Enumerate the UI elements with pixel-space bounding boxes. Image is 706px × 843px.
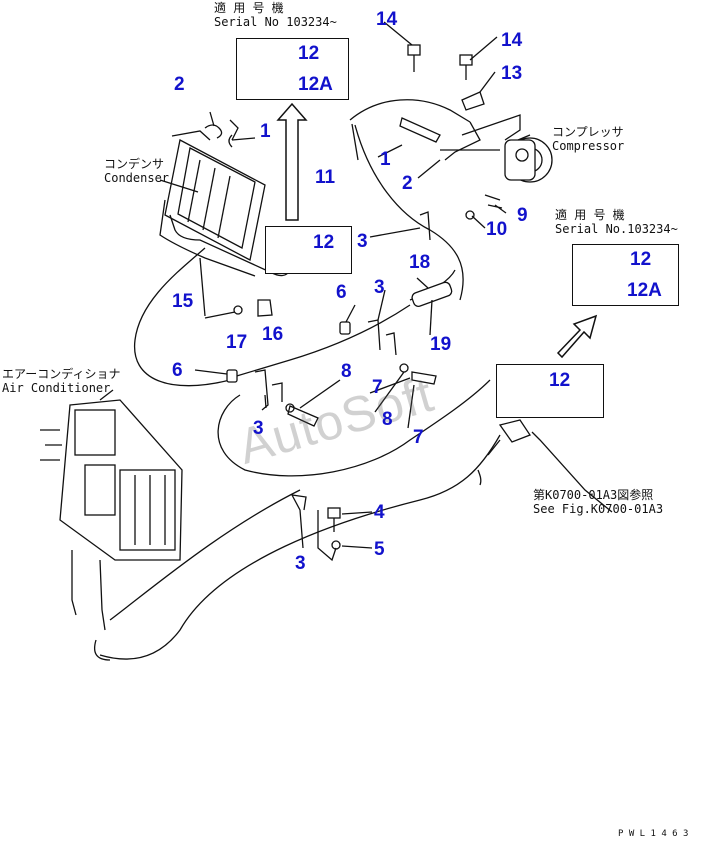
callout-1-hose: 1 bbox=[380, 149, 391, 170]
compressor-label: コンプレッサ Compressor bbox=[552, 125, 624, 153]
top-serial-label: 適 用 号 機 Serial No 103234~ bbox=[214, 1, 337, 29]
see-fig-en: See Fig.K0700-01A3 bbox=[533, 502, 664, 517]
arrow-up-left bbox=[276, 102, 308, 221]
air-conditioner-unit bbox=[40, 399, 183, 561]
bolt-4 bbox=[327, 507, 341, 532]
callout-14-left: 14 bbox=[376, 9, 398, 30]
callout-5: 5 bbox=[374, 539, 385, 560]
serial-box-top bbox=[236, 38, 349, 100]
footer-code: P W L 1 4 6 3 bbox=[618, 829, 689, 839]
callout-19: 19 bbox=[430, 334, 452, 355]
callout-3-bottom: 3 bbox=[295, 553, 306, 574]
callout-12-top: 12 bbox=[298, 43, 320, 64]
callout-15: 15 bbox=[172, 291, 194, 312]
compressor-en: Compressor bbox=[552, 139, 625, 154]
callout-9: 9 bbox=[517, 205, 528, 226]
callout-12-low: 12 bbox=[549, 370, 571, 391]
right-serial-jp: 適 用 号 機 bbox=[555, 208, 625, 222]
callout-7-upper: 7 bbox=[372, 377, 383, 398]
callout-6-lower: 6 bbox=[172, 360, 183, 381]
callout-14-right: 14 bbox=[501, 30, 523, 51]
callout-6-upper: 6 bbox=[336, 282, 347, 303]
condenser-en: Condenser bbox=[104, 171, 170, 186]
aircon-label: エアーコンディショナ Air Conditioner bbox=[2, 367, 120, 395]
compressor-unit bbox=[504, 137, 553, 183]
aircon-en: Air Conditioner bbox=[2, 381, 111, 396]
callout-2-condenser: 2 bbox=[174, 74, 185, 95]
callout-2-hose: 2 bbox=[402, 173, 413, 194]
callout-12A-top: 12A bbox=[298, 74, 333, 95]
condenser-jp: コンデンサ bbox=[104, 157, 165, 171]
callout-8-upper: 8 bbox=[341, 361, 352, 382]
callout-10: 10 bbox=[486, 219, 508, 240]
callout-3-upper: 3 bbox=[357, 231, 368, 252]
right-serial-en: Serial No.103234~ bbox=[555, 222, 678, 237]
top-serial-en: Serial No 103234~ bbox=[214, 15, 337, 30]
callout-16: 16 bbox=[262, 324, 284, 345]
arrow-up-right bbox=[556, 314, 598, 359]
callout-12-mid: 12 bbox=[313, 232, 335, 253]
callout-7-lower: 7 bbox=[413, 427, 424, 448]
callout-12A-right: 12A bbox=[627, 280, 662, 301]
callout-18: 18 bbox=[409, 252, 431, 273]
callout-3-mid: 3 bbox=[374, 277, 385, 298]
callout-13: 13 bbox=[501, 63, 523, 84]
callout-8-lower: 8 bbox=[382, 409, 393, 430]
callout-1-condenser: 1 bbox=[260, 121, 271, 142]
top-serial-jp: 適 用 号 機 bbox=[214, 1, 284, 15]
see-fig-jp: 第K0700-01A3図参照 bbox=[533, 488, 654, 502]
bolt-box-mid bbox=[265, 226, 352, 274]
condenser-unit bbox=[159, 119, 291, 277]
callout-12-right: 12 bbox=[630, 249, 652, 270]
bolt-14-b bbox=[459, 54, 473, 80]
callout-17: 17 bbox=[226, 332, 248, 353]
serial-box-right bbox=[572, 244, 679, 306]
see-fig-label: 第K0700-01A3図参照 See Fig.K0700-01A3 bbox=[533, 488, 663, 516]
right-serial-label: 適 用 号 機 Serial No.103234~ bbox=[555, 208, 678, 236]
callout-4: 4 bbox=[374, 502, 385, 523]
condenser-label: コンデンサ Condenser bbox=[104, 157, 169, 185]
aircon-jp: エアーコンディショナ bbox=[2, 367, 121, 381]
callout-3-lower: 3 bbox=[253, 418, 264, 439]
compressor-jp: コンプレッサ bbox=[552, 125, 624, 139]
bolt-box-low bbox=[496, 364, 604, 418]
callout-11: 11 bbox=[315, 167, 336, 188]
bolt-14-a bbox=[407, 44, 421, 72]
